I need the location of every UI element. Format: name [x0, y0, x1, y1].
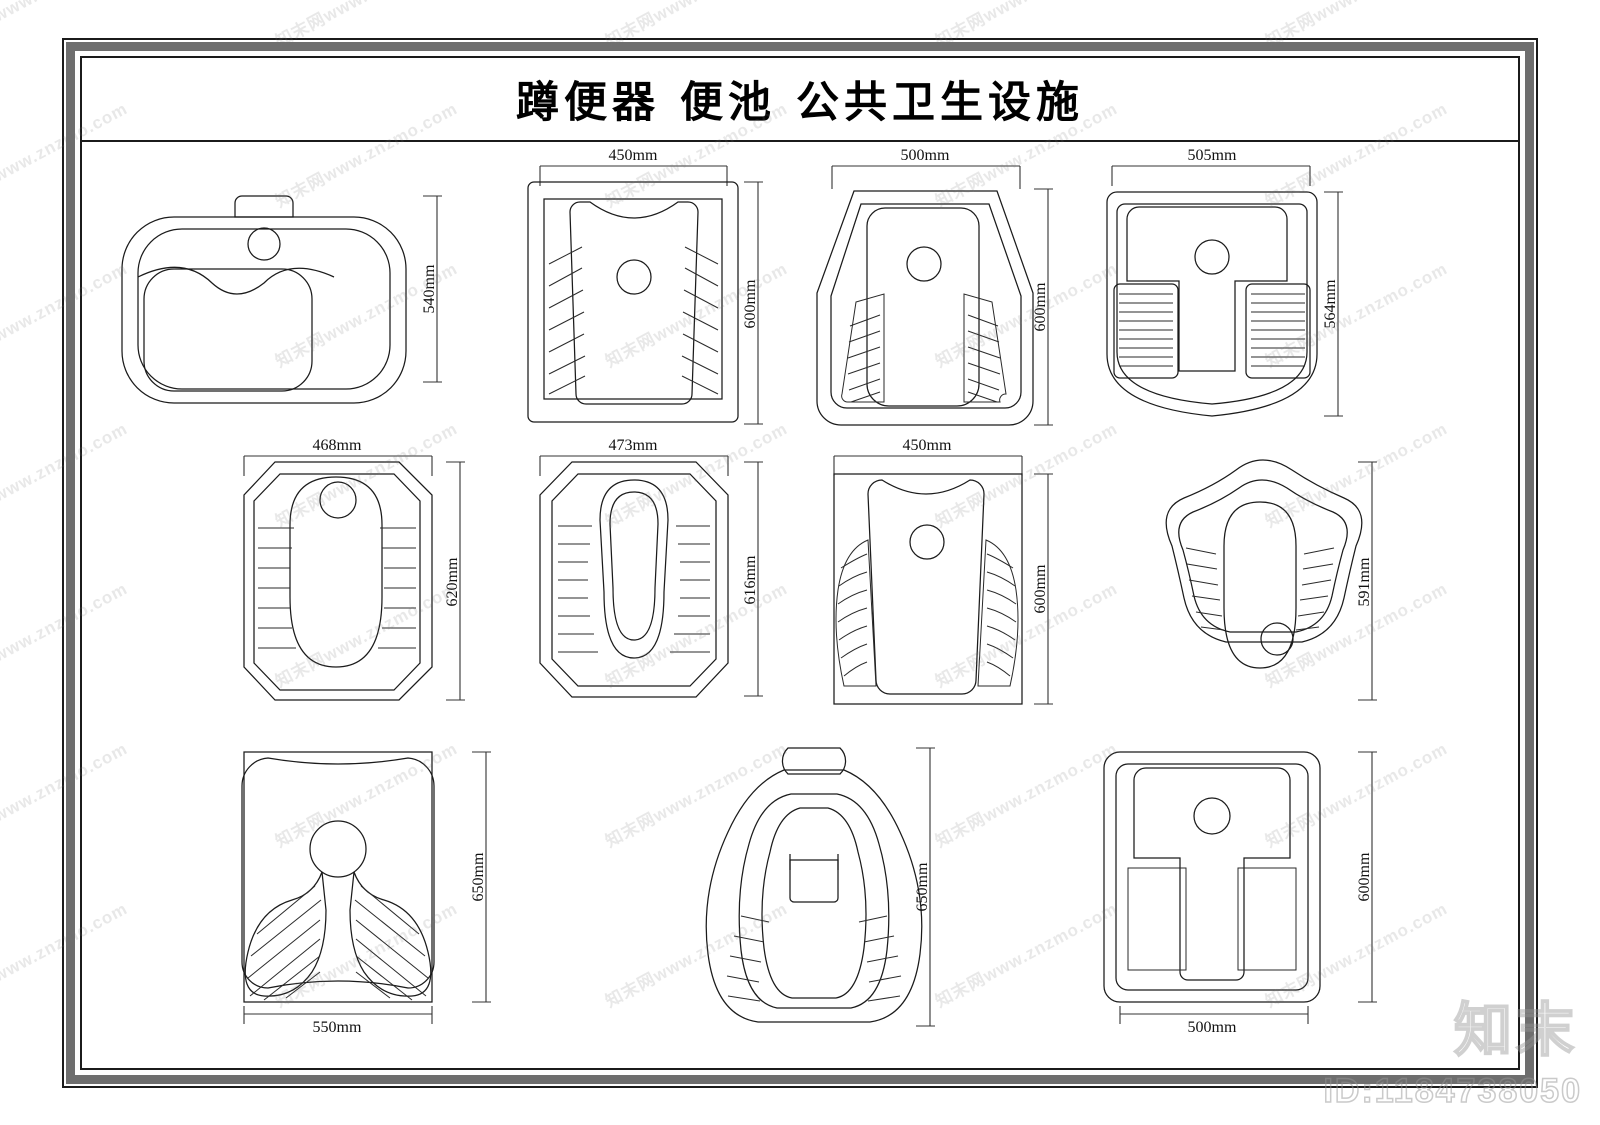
page-title: 蹲便器 便池 公共卫生设施 [516, 78, 1084, 128]
figure-squat-pan-wing-shape: 591mm [1165, 459, 1377, 701]
dim-height-fig6: 616mm [742, 555, 759, 604]
dim-height-fig10: 650mm [914, 862, 931, 911]
cad-linework: 540mm 450mm [121, 147, 1377, 1036]
dim-height-fig3: 600mm [1032, 282, 1049, 331]
dim-height-fig11: 600mm [1356, 852, 1373, 901]
drawing-canvas: 540mm 450mm [82, 144, 1518, 1070]
figure-squat-pan-hatched-footpads: 550mm 650mm [241, 751, 491, 1036]
dim-height-fig2: 600mm [742, 279, 759, 328]
figure-squat-pan-octagon-teardrop-bowl: 473mm 616mm [539, 437, 763, 698]
dim-width-fig4: 505mm [1188, 147, 1237, 164]
title-block: 蹲便器 便池 公共卫生设施 [82, 58, 1518, 142]
figure-squat-pan-trapezoid-slanted-pads: 500mm 600mm [816, 147, 1053, 426]
dim-height-fig9: 650mm [470, 852, 487, 901]
figure-squat-pan-rounded-square: 540mm [121, 195, 442, 404]
figure-squat-pan-rect-angled-ribs: 450mm 600mm [527, 147, 763, 425]
dim-width-fig6: 473mm [609, 437, 658, 454]
figure-squat-pan-square-t-bowl: 500mm 600mm [1103, 751, 1377, 1036]
dim-width-fig7: 450mm [903, 437, 952, 454]
dim-width-fig3: 500mm [901, 147, 950, 164]
dim-height-fig1: 540mm [421, 264, 438, 313]
dim-width-fig9: 550mm [313, 1019, 362, 1036]
dim-width-fig5: 468mm [313, 437, 362, 454]
frame-gray-band [66, 42, 1534, 1084]
dim-height-fig7: 600mm [1032, 564, 1049, 613]
dim-width-fig2: 450mm [609, 147, 658, 164]
dim-height-fig4: 564mm [1322, 279, 1339, 328]
figure-squat-pan-octagon-horizontal-ribs: 468mm 620mm [243, 437, 465, 701]
dim-width-fig11: 500mm [1188, 1019, 1237, 1036]
figure-squat-pan-t-shape-side-pads: 505mm [1106, 147, 1343, 417]
dim-height-fig5: 620mm [444, 557, 461, 606]
figure-squat-pan-egg-shape-drain-cover: 650mm [705, 747, 935, 1027]
figure-squat-pan-rect-curved-ribs: 450mm [833, 437, 1053, 705]
dim-height-fig8: 591mm [1356, 557, 1373, 606]
